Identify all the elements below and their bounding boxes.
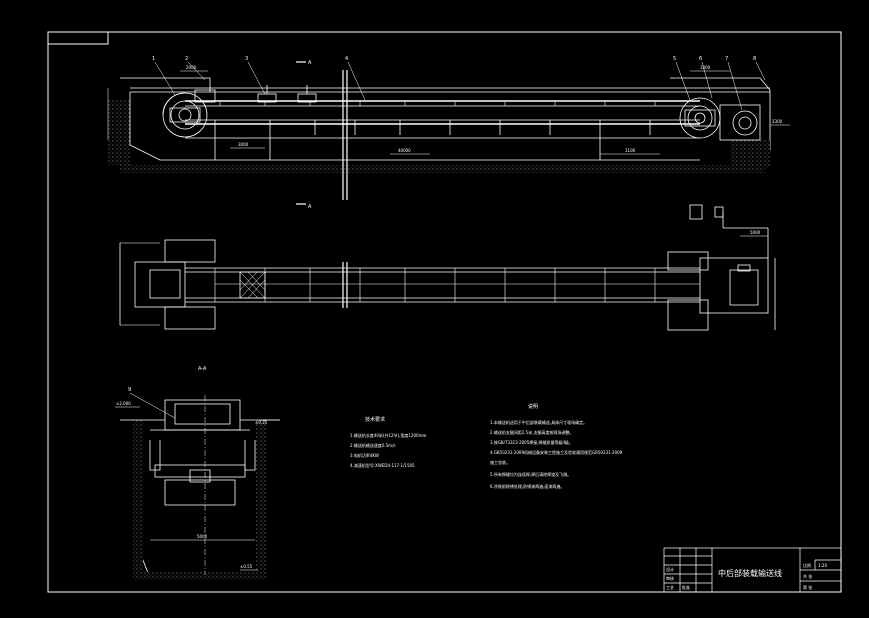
balloon-1: 1 xyxy=(152,56,155,62)
dim-end-right: 2300 xyxy=(772,119,783,124)
cut-marker-top: A xyxy=(308,60,312,66)
tech-notes-left: 技术要求 1.输送机长度40米(共12节),宽度1200mm 2.输送机输送速度… xyxy=(350,416,426,468)
title-block-text: 中后部装载输送线 比例 1:20 共 张 第 张 设计 审核 工艺 批准 xyxy=(666,562,827,590)
section-view xyxy=(115,392,280,580)
title-block xyxy=(663,547,842,593)
elevation-view xyxy=(107,61,790,205)
balloon-6: 6 xyxy=(699,56,702,62)
tech-left-line: 4.减速机型号:XWED4-117-1/1505 xyxy=(350,462,415,468)
tech-left-line: 2.输送机输送速度0.5m/s xyxy=(350,442,396,448)
tech-right-line: 6.涂装前除锈处理,防锈漆两遍,面漆两遍。 xyxy=(490,483,564,489)
tech-right-line: 3.按GB/T3323-2005焊接,焊缝质量等级II级。 xyxy=(490,439,573,445)
tb-row-process: 工艺 xyxy=(666,585,674,590)
tech-left-line: 1.输送机长度40米(共12节),宽度1200mm xyxy=(350,432,426,438)
scale-label: 比例 xyxy=(803,562,811,568)
sheet-number: 第 张 xyxy=(803,584,812,590)
cut-marker-bottom: A xyxy=(308,204,312,210)
scale-value: 1:20 xyxy=(818,563,827,568)
tech-right-line: 1.本输送机适用于中后部装载输送,具体尺寸现场确定。 xyxy=(490,419,587,425)
dim-section-left: ±2.000 xyxy=(116,401,131,406)
tech-left-heading: 技术要求 xyxy=(365,416,385,423)
tech-right-heading: 说明 xyxy=(528,403,538,410)
section-title: A-A xyxy=(198,366,207,372)
tb-row-approve: 批准 xyxy=(682,584,690,590)
balloon-8: 8 xyxy=(753,56,756,62)
dim-right-gap: 1100 xyxy=(625,148,636,153)
tech-right-line: 5.所有焊缝均为连续焊,焊后清除焊渣及飞溅。 xyxy=(490,471,571,477)
tech-right-line: 4.GB50231-2009机械设备安装工程施工及验收通用规范GB50231-2… xyxy=(490,449,623,455)
tech-right-line: 2.输送机支腿间距2.5米,支腿高度按现场调整。 xyxy=(490,429,573,435)
balloon-2: 2 xyxy=(185,56,188,62)
dim-section-bottom: ±0.55 xyxy=(240,564,253,569)
balloon-9: 9 xyxy=(128,387,131,393)
dim-section-right: ±0.35 xyxy=(255,420,268,425)
tb-row-review: 审核 xyxy=(666,575,674,581)
balloon-5: 5 xyxy=(673,56,676,62)
drawing-title: 中后部装载输送线 xyxy=(718,568,782,578)
tech-left-line: 3.电机功率4KW xyxy=(350,452,379,458)
elevation-labels: 1 2 3 4 5 6 7 8 A A 2000 1000 3000 40000… xyxy=(152,56,783,210)
sheet-count: 共 张 xyxy=(803,573,812,579)
tech-right-line: 施工验收。 xyxy=(490,459,510,465)
sheet-border xyxy=(47,31,842,593)
balloon-3: 3 xyxy=(245,56,248,62)
dim-section-width: 5000 xyxy=(197,534,208,539)
dim-plan-right: 5000 xyxy=(750,230,761,235)
dim-long-span: 40000 xyxy=(398,148,411,153)
balloon-7: 7 xyxy=(725,56,728,62)
section-labels: A-A 9 ±2.000 ±0.35 5000 ±0.55 xyxy=(116,366,268,569)
plan-view xyxy=(119,204,776,331)
dim-top-left: 2000 xyxy=(186,65,197,70)
dim-top-right: 1000 xyxy=(700,65,711,70)
dim-inner-span: 3000 xyxy=(238,142,249,147)
tech-notes-right: 说明 1.本输送机适用于中后部装载输送,具体尺寸现场确定。 2.输送机支腿间距2… xyxy=(490,403,623,489)
balloon-4: 4 xyxy=(345,56,348,62)
tb-row-design: 设计 xyxy=(666,566,674,572)
